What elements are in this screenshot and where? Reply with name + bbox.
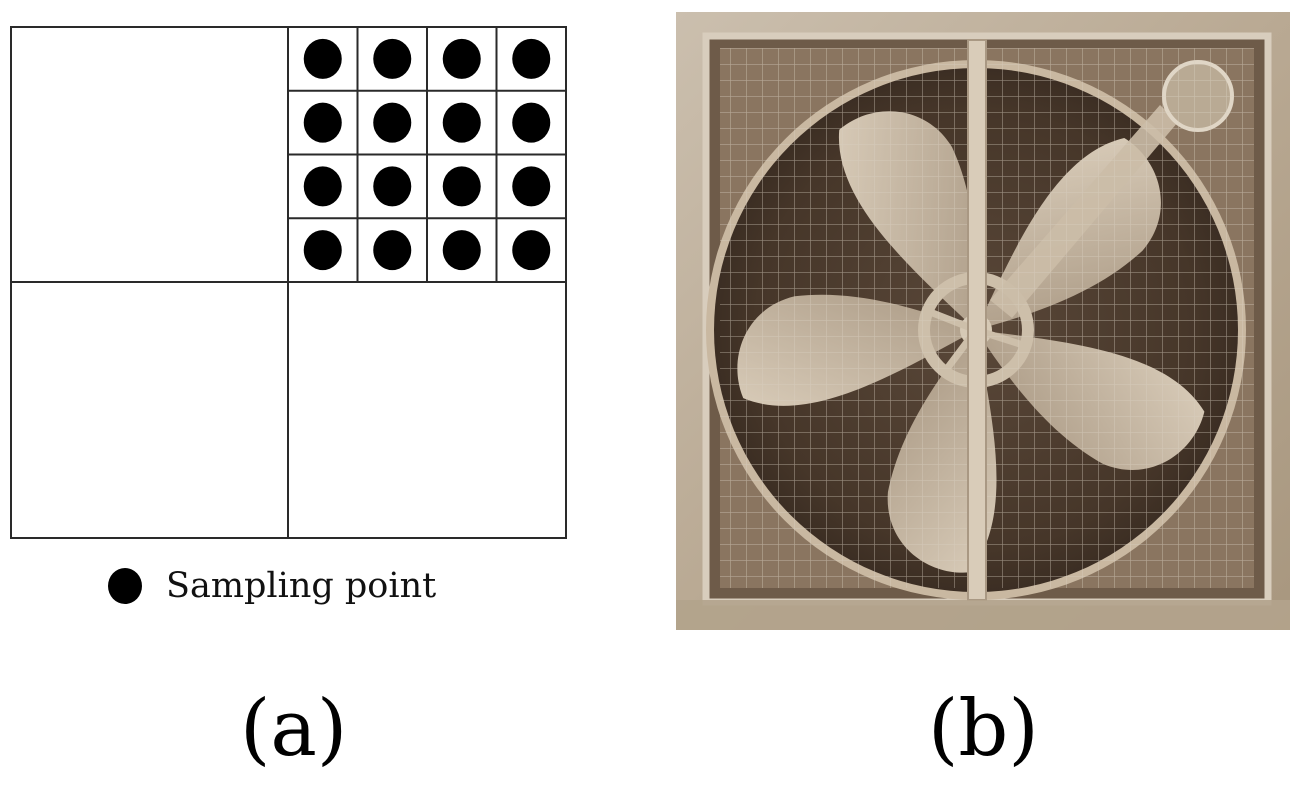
sampling-grid-diagram xyxy=(10,26,567,539)
sampling-point xyxy=(442,102,481,143)
panel-a: Sampling point (a) xyxy=(0,0,650,803)
sampling-point xyxy=(512,38,551,79)
sampling-point xyxy=(442,166,481,207)
panel-label-b: (b) xyxy=(928,684,1039,774)
sampling-point xyxy=(303,166,342,207)
support-bar xyxy=(967,39,987,601)
sampling-point xyxy=(373,102,412,143)
sampling-point xyxy=(303,230,342,271)
sampling-point xyxy=(442,38,481,79)
sampling-subgrid xyxy=(288,27,566,282)
exhaust-fan-photo xyxy=(676,12,1290,630)
sampling-point xyxy=(512,166,551,207)
legend: Sampling point xyxy=(106,560,436,612)
sampling-point xyxy=(373,38,412,79)
sampling-point xyxy=(512,102,551,143)
panel-b: (b) xyxy=(650,0,1302,803)
bottom-sill xyxy=(676,600,1290,630)
sampling-point xyxy=(512,230,551,271)
sampling-point xyxy=(373,230,412,271)
sampling-points xyxy=(303,38,551,271)
sampling-point xyxy=(373,166,412,207)
sampling-point-marker-icon xyxy=(108,568,142,604)
legend-label: Sampling point xyxy=(166,566,437,606)
sampling-point xyxy=(303,102,342,143)
sampling-point xyxy=(303,38,342,79)
sampling-point xyxy=(442,230,481,271)
panel-label-a: (a) xyxy=(240,684,348,774)
